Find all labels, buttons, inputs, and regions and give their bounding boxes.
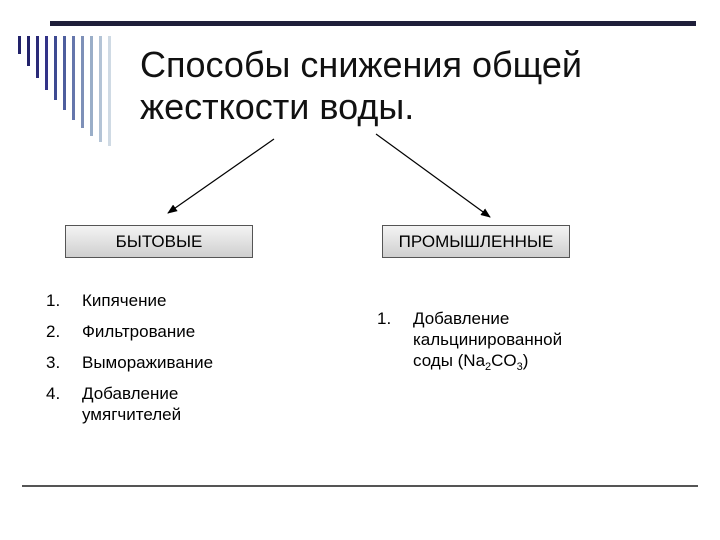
- list-item: 2. Фильтрование: [46, 321, 266, 342]
- arrow-to-home: [167, 138, 275, 214]
- title-line-1: Способы снижения общей: [140, 44, 583, 85]
- page-title: Способы снижения общей жесткости воды.: [140, 44, 700, 128]
- title-line-2: жесткости воды.: [140, 86, 415, 127]
- industrial-methods-list: 1. Добавление кальцинированной соды (Na2…: [377, 308, 597, 381]
- list-item-text: Добавление умягчителей: [82, 384, 182, 424]
- list-item: 1. Добавление кальцинированной соды (Na2…: [377, 308, 597, 373]
- list-item-number: 1.: [46, 291, 61, 310]
- list-item-number: 4.: [46, 384, 61, 403]
- top-rule: [50, 21, 696, 26]
- list-item: 4. Добавление умягчителей: [46, 383, 232, 425]
- arrow-to-industrial: [375, 133, 491, 218]
- category-box-industrial: ПРОМЫШЛЕННЫЕ: [382, 225, 570, 258]
- list-item-text: Вымораживание: [82, 353, 214, 372]
- bottom-rule: [22, 485, 698, 487]
- category-box-home: БЫТОВЫЕ: [65, 225, 253, 258]
- decorative-stripes: [18, 36, 111, 146]
- list-item-text: Фильтрование: [82, 322, 196, 341]
- list-item-number: 1.: [377, 309, 392, 328]
- list-item-text: Добавление кальцинированной соды (Na2CO3…: [413, 309, 563, 373]
- list-item-number: 2.: [46, 322, 61, 341]
- list-item: 3. Вымораживание: [46, 352, 266, 373]
- list-item-text: Кипячение: [82, 291, 167, 310]
- list-item: 1. Кипячение: [46, 290, 266, 311]
- home-methods-list: 1. Кипячение 2. Фильтрование 3. Выморажи…: [46, 290, 266, 435]
- list-item-number: 3.: [46, 353, 61, 372]
